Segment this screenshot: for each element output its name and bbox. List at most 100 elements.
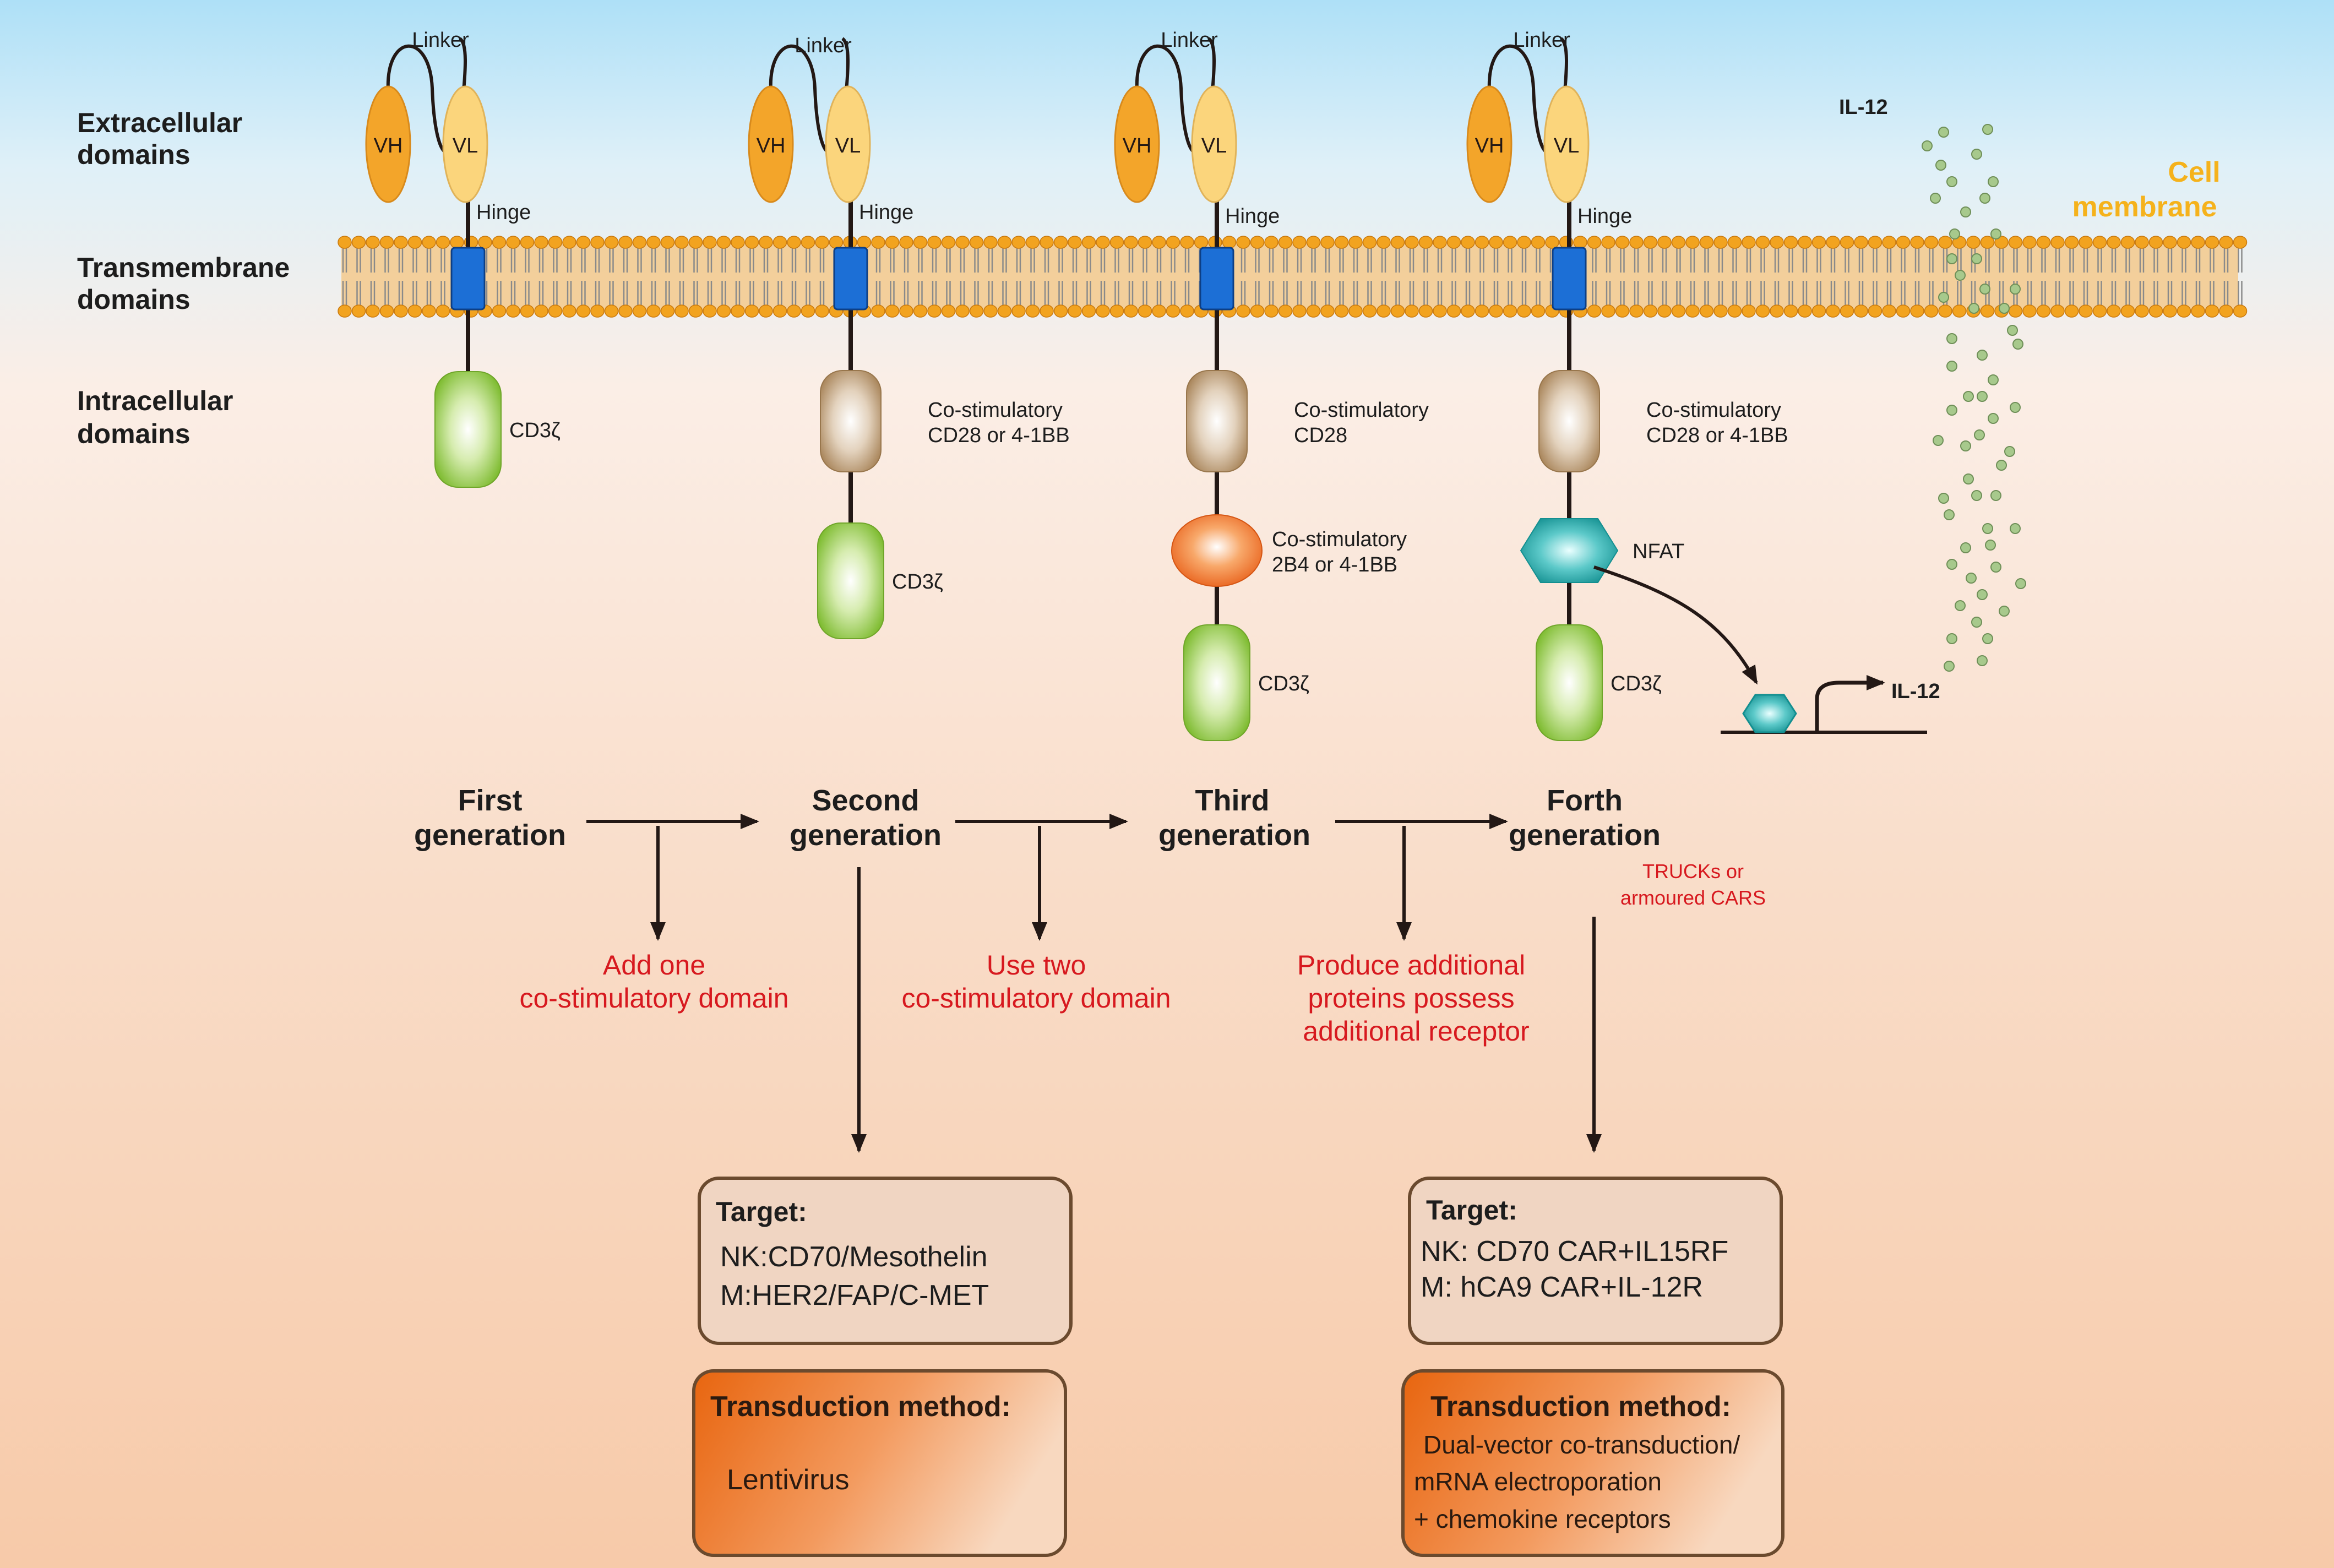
il12-particle [1946, 333, 1957, 344]
vh-domain [365, 85, 411, 203]
phospholipid-head [1811, 304, 1826, 318]
phospholipid-head [1433, 236, 1447, 249]
il12-particle [2007, 325, 2018, 336]
linker-label: Linker [795, 34, 852, 57]
il12-particle [1971, 617, 1982, 628]
phospholipid-head [1222, 236, 1237, 249]
phospholipid-head [1755, 304, 1770, 318]
il12-particle [1963, 391, 1974, 402]
phospholipid-head [604, 304, 619, 318]
il12-particle [1946, 361, 1957, 372]
phospholipid-head [2036, 304, 2051, 318]
costim2-label: Co-stimulatory [1272, 528, 1407, 551]
vl-domain [442, 85, 488, 203]
phospholipid-head [941, 236, 956, 249]
phospholipid-head [1770, 236, 1784, 249]
linker [386, 37, 467, 155]
phospholipid-head [899, 236, 913, 249]
il12-particle [1946, 633, 1957, 644]
phospholipid-head [1320, 236, 1335, 249]
phospholipid-head [1994, 236, 2009, 249]
membrane-core [341, 242, 2238, 311]
il12-particle [2010, 284, 2021, 295]
il12-particle [1955, 270, 1966, 281]
phospholipid-head [2135, 304, 2149, 318]
vh-domain [1466, 85, 1513, 203]
phospholipid-head [1742, 236, 1756, 249]
phospholipid-head [394, 236, 408, 249]
phospholipid-head [1405, 304, 1419, 318]
transition3-line3: additional receptor [1303, 1016, 1529, 1047]
linker-label: Linker [1161, 29, 1218, 52]
costim-label: CD28 [1294, 424, 1347, 447]
phospholipid-head [1770, 304, 1784, 318]
phospholipid-head [379, 236, 394, 249]
phospholipid-head [576, 304, 591, 318]
transmembrane-domain [450, 247, 486, 311]
phospholipid-head [366, 304, 380, 318]
transduction-title: Transduction method: [710, 1391, 1011, 1423]
phospholipid-head [969, 304, 984, 318]
phospholipid-head [1587, 236, 1602, 249]
phospholipid-head [997, 304, 1012, 318]
phospholipid-head [506, 236, 520, 249]
phospholipid-head [2148, 304, 2163, 318]
phospholipid-head [379, 304, 394, 318]
il12-particle [1946, 253, 1957, 264]
costimulatory-domain [820, 370, 882, 472]
phospholipid-head [1896, 236, 1911, 249]
phospholipid-head [618, 304, 633, 318]
il12-particle [1990, 490, 2001, 501]
il12-particle [1935, 160, 1946, 171]
phospholipid-head [955, 304, 970, 318]
gen4-label-line1: Forth [1547, 784, 1623, 817]
phospholipid-head [1685, 236, 1700, 249]
transmembrane-domain [1552, 247, 1587, 311]
phospholipid-head [759, 236, 773, 249]
phospholipid-head [1952, 304, 1967, 318]
phospholipid-head [857, 236, 872, 249]
phospholipid-head [772, 236, 787, 249]
vl-label: VL [1554, 134, 1579, 157]
gen4-note-line1: TRUCKs or [1642, 860, 1744, 883]
phospholipid-head [407, 304, 422, 318]
costim-label: Co-stimulatory [928, 399, 1063, 422]
hinge-label: Hinge [1225, 205, 1280, 228]
phospholipid-head [2163, 236, 2177, 249]
phospholipid-head [366, 236, 380, 249]
cd3z-domain [1536, 624, 1603, 741]
transduction-line: Lentivirus [727, 1464, 850, 1496]
phospholipid-head [478, 236, 492, 249]
transduction-box-gen2: Transduction method: Lentivirus [692, 1369, 1067, 1557]
phospholipid-head [1250, 304, 1265, 318]
vl-label: VL [453, 134, 478, 157]
cell-membrane-label-line2: membrane [2072, 191, 2217, 223]
phospholipid-head [1503, 304, 1517, 318]
phospholipid-head [506, 304, 520, 318]
phospholipid-head [632, 236, 647, 249]
il12-particle [1982, 633, 1993, 644]
phospholipid-head [1068, 236, 1082, 249]
phospholipid-head [436, 304, 450, 318]
phospholipid-head [829, 236, 844, 249]
phospholipid-head [1194, 236, 1209, 249]
cell-membrane [338, 236, 2248, 318]
phospholipid-head [590, 304, 605, 318]
target-title: Target: [1426, 1195, 1517, 1226]
phospholipid-head [744, 304, 759, 318]
transition1-line1: Add one [603, 950, 705, 981]
costim-label: CD28 or 4-1BB [928, 424, 1070, 447]
phospholipid-head [604, 236, 619, 249]
phospholipid-head [1882, 304, 1896, 318]
phospholipid-head [2219, 304, 2233, 318]
phospholipid-head [520, 236, 535, 249]
phospholipid-head [955, 236, 970, 249]
il12-secreted-particles [1922, 124, 2026, 672]
transmembrane-label-line1: Transmembrane [77, 252, 290, 283]
phospholipid-head [1278, 304, 1293, 318]
nfat-bound-promoter-icon [1742, 694, 1797, 733]
gen4-label-line2: generation [1509, 819, 1661, 852]
phospholipid-head [2022, 304, 2037, 318]
phospholipid-head [1362, 236, 1377, 249]
phospholipid-head [1727, 236, 1742, 249]
